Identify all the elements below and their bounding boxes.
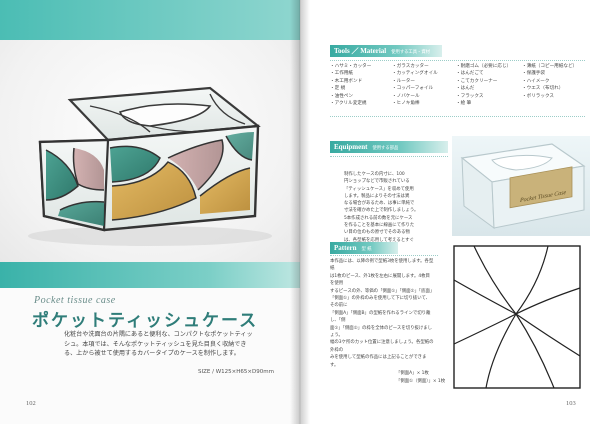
- text-line: 5本作成される前の数を元にケース: [344, 215, 413, 221]
- tool-item: ・定 規: [330, 86, 346, 92]
- section-title: Tools ／ Material: [334, 47, 387, 55]
- divider: [330, 60, 585, 61]
- product-photo: [0, 40, 300, 262]
- text-line: 「側面A」「側面B」の型紙を作れるラインで切り離し、「側: [330, 310, 431, 324]
- tool-item: ・コッパーフォイル: [392, 86, 434, 92]
- title-english: Pocket tissue case: [34, 295, 116, 306]
- text-line: 制作したケースの内寸に、100: [344, 172, 405, 177]
- title-japanese: ポケットティッシュケース: [32, 311, 259, 331]
- divider: [330, 116, 585, 117]
- tool-item: ・ルーター: [392, 78, 415, 84]
- tool-item: ・ハサミ・カッター: [330, 64, 372, 69]
- divider: [330, 156, 448, 157]
- teal-top-band: [0, 0, 300, 40]
- text-line: は1枚のピース、外1枚を左右に展開します。4枚目を使用: [330, 273, 430, 287]
- lead-paragraph: 化粧台や洗面台の片隅にあると便利な、コンパクトなポケットティッ シュ。本項では、…: [64, 330, 274, 359]
- pattern-template-diagram: [453, 245, 581, 389]
- equipment-paragraph: 制作したケースの内寸に、100 円ショップなどで市販されている 「ティッシュケー…: [344, 171, 448, 251]
- section-subtitle: 使用する工具・資材: [391, 50, 430, 55]
- tool-item: ・ヒノキ角棒: [392, 101, 420, 107]
- text-line: します。製品によりその寸法は異: [344, 193, 410, 199]
- section-header-pattern: Pattern 型 紙: [330, 242, 398, 254]
- stained-glass-tissue-box-illustration: [28, 86, 272, 246]
- section-header-equipment: Equipment 使用する部品: [330, 141, 448, 153]
- tool-item: ・絵 筆: [456, 101, 472, 107]
- text-line: 面①」「側面②」の枠を全体のピースを切り抜けましょう。: [330, 325, 433, 339]
- tool-item: ・保護手袋: [522, 71, 545, 77]
- size-spec: SIZE / W125×H65×D90mm: [198, 369, 274, 375]
- section-title: Pattern: [334, 244, 357, 252]
- tools-column-2: ・ガラスカッター ・カッティングオイル ・ルーター ・コッパーフォイル ・ノバケ…: [392, 63, 438, 107]
- tool-item: ・ウエス（布切れ）: [522, 86, 564, 92]
- tool-item: ・工作用紙: [330, 71, 353, 77]
- text-line: 「ティッシュケース」を収めて使用: [344, 186, 414, 192]
- tool-item: ・アクリル変定規: [330, 101, 367, 107]
- acrylic-tissue-case-illustration: Pocket Tissue Case: [460, 143, 586, 230]
- text-line: するピースの外、等価の「側面①」「側面②」「底面」: [330, 288, 435, 294]
- text-line: 本作品には、以降の例で型紙3枚を使用します。各型紙: [330, 259, 434, 272]
- tool-item: ・ハイメーク: [522, 78, 550, 84]
- pattern-notes: 「側面A」× 1枚 「側面①（側面）」× 1枚: [396, 370, 445, 386]
- text-line: なる場合があるため、は事に単純で: [344, 201, 415, 207]
- tools-column-1: ・ハサミ・カッター ・工作用紙 ・木工用ボンド ・定 規 ・油性ペン ・アクリル…: [330, 63, 371, 107]
- tool-item: ・ボリラックス: [522, 93, 555, 99]
- text-line: 幅の3ケ所のカット位置に注意しましょう。各型紙の外枠の: [330, 340, 434, 353]
- text-line: 「側面①」の外枠のみを使用して下に切り抜いて、その前に: [330, 296, 431, 309]
- text-line: を作ることを基本に線画にて作りた: [344, 223, 415, 229]
- section-subtitle: 型 紙: [361, 247, 372, 252]
- tools-column-4: ・薄紙（コピー用紙など） ・保護手袋 ・ハイメーク ・ウエス（布切れ） ・ボリラ…: [522, 63, 577, 100]
- tool-item: ・はんだ: [456, 86, 475, 92]
- divider: [330, 255, 438, 256]
- note-line: 「側面①（側面）」× 1枚: [396, 378, 446, 384]
- page-number-right: 103: [566, 400, 576, 407]
- text-line: みを使用して型紙の作品には上記ることができます。: [330, 355, 427, 368]
- tool-item: ・こてカクリーナー: [456, 78, 498, 84]
- lead-line: シュ。本項では、そんなポケットティッシュを見た目良く収納でき: [64, 340, 247, 348]
- tool-item: ・木工用ボンド: [330, 78, 363, 84]
- tool-item: ・薄紙（コピー用紙など）: [522, 64, 578, 69]
- section-title: Equipment: [334, 143, 368, 151]
- tool-item: ・はんだごて: [456, 71, 484, 77]
- note-line: 「側面A」× 1枚: [396, 371, 429, 376]
- text-line: 円ショップなどで市販されている: [344, 179, 410, 185]
- pattern-paragraph: 本作品には、以降の例で型紙3枚を使用します。各型紙 は1枚のピース、外1枚を左右…: [330, 258, 434, 369]
- tools-column-3: ・耐磨ゴム（必要に応じ） ・はんだごて ・こてカクリーナー ・はんだ ・フラック…: [456, 63, 511, 107]
- tool-item: ・カッティングオイル: [392, 71, 438, 77]
- section-subtitle: 使用する部品: [372, 146, 399, 151]
- left-page: Pocket tissue case ポケットティッシュケース 化粧台や洗面台の…: [0, 0, 300, 407]
- teal-bottom-band: [0, 262, 300, 288]
- tool-item: ・フラックス: [456, 93, 484, 99]
- page-number-left: 102: [26, 400, 36, 407]
- tool-item: ・ノバケール: [392, 93, 420, 99]
- lead-line: る、上から被せて使用するカバータイプのケースを制作します。: [64, 350, 240, 358]
- section-header-tools: Tools ／ Material 使用する工具・資材: [330, 45, 442, 57]
- tool-item: ・耐磨ゴム（必要に応じ）: [456, 64, 512, 69]
- tool-item: ・油性ペン: [330, 93, 353, 99]
- text-line: い目の位のもの原寸でそのある物: [344, 230, 410, 236]
- tool-item: ・ガラスカッター: [392, 64, 429, 69]
- lead-line: 化粧台や洗面台の片隅にあると便利な、コンパクトなポケットティッ: [64, 331, 253, 338]
- text-line: 寸法を確かめた上で制作しましょう。: [344, 208, 419, 214]
- text-line: は、各型紙を応用して考えるとすぐ: [344, 237, 414, 243]
- equipment-photo: Pocket Tissue Case: [452, 136, 590, 236]
